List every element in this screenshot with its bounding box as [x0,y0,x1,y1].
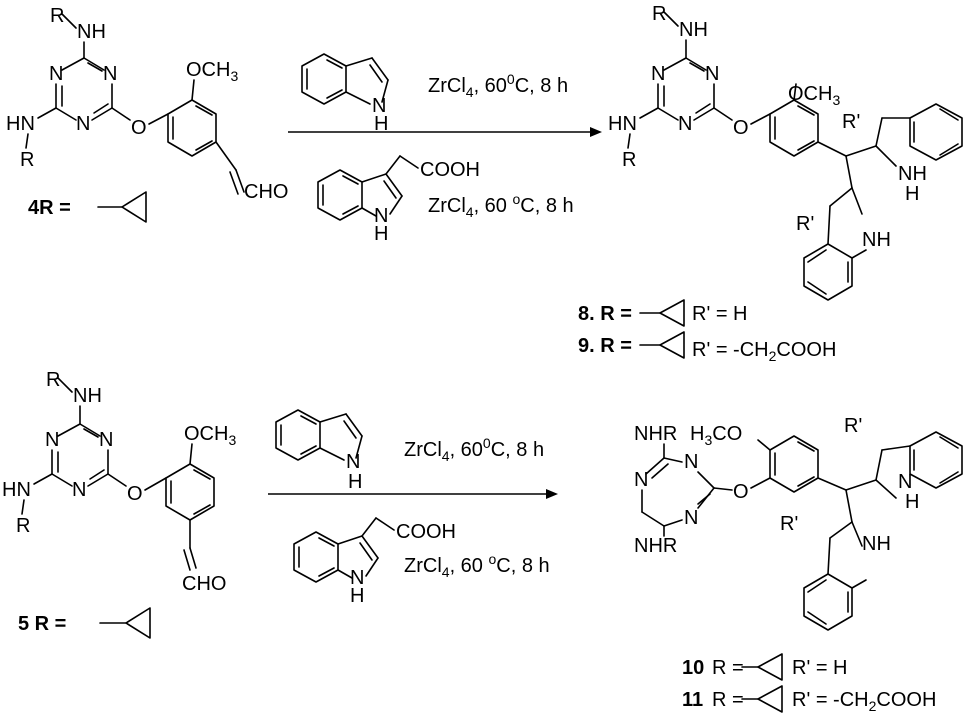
atom-cho: CHO [244,181,288,203]
atom-rprime: R' [842,111,860,133]
atom-n: N [72,479,86,501]
atom-n: N [372,95,386,117]
atom-o: O [733,481,749,503]
atom-nh: NH [862,229,891,251]
atom-h3co: H3CO [690,423,742,448]
compound-10-r: R = [712,657,744,679]
compound-8-label: 8. R = [578,303,632,325]
atom-och3: OCH3 [184,423,236,448]
atom-nh: NH [77,21,106,43]
atom-n: N [651,63,665,85]
atom-r: R [50,5,64,27]
compound-8-rprime: R' = H [692,303,748,325]
atom-r: R [652,3,666,25]
atom-o: O [733,117,749,139]
atom-rprime: R' [796,213,814,235]
atom-h: H [905,183,919,205]
atom-n: N [346,451,360,473]
atom-h: H [348,471,362,493]
atom-och3: OCH3 [788,83,840,108]
atom-n: N [634,469,648,491]
reagent-indole-acetic-acid: N H COOH [317,155,480,245]
atom-n: N [684,507,698,529]
atom-n: N [49,63,63,85]
atom-r: R [20,149,34,171]
atom-o: O [131,117,147,139]
compound-11-rprime: R' = -CH2COOH [792,689,936,713]
product-8-9: R NH N N N HN R O OCH3 R [578,3,963,364]
atom-n: N [898,471,912,493]
atom-och3: OCH3 [186,59,238,84]
atom-r: R [622,149,636,171]
atom-n: N [705,63,719,85]
atom-h: H [350,585,364,607]
atom-h: H [374,113,388,135]
atom-n: N [45,429,59,451]
atom-h: H [374,223,388,245]
compound-5: R NH N N N HN R O OCH3 CHO 5 R = [2,369,236,639]
compound-10-number: 10 [682,657,704,679]
atom-rprime: R' [844,415,862,437]
compound-11-r: R = [712,689,744,711]
compound-9-rprime: R' = -CH2COOH [692,339,836,364]
atom-n: N [103,63,117,85]
atom-r: R [46,369,60,391]
atom-rprime: R' [780,513,798,535]
atom-nh: NH [679,19,708,41]
compound-5-label: 5 R = [18,613,66,635]
condition-1b: ZrCl4, 60 oC, 8 h [428,191,574,220]
condition-2a: ZrCl4, 600C, 8 h [404,435,544,464]
atom-o: O [127,483,143,505]
reagent-indole: N H [275,409,363,493]
atom-r: R [16,515,30,537]
compound-9-label: 9. R = [578,335,632,357]
atom-cooh: COOH [420,159,480,181]
compound-10-rprime: R' = H [792,657,848,679]
atom-nhr: NHR [634,535,677,557]
compound-4-label: 4R = [28,197,71,219]
condition-2b: ZrCl4, 60 oC, 8 h [404,551,550,580]
atom-cho: CHO [182,573,226,595]
atom-hn: HN [6,113,35,135]
atom-h: H [905,491,919,513]
atom-nhr: NHR [634,423,677,445]
atom-nh: NH [898,163,927,185]
atom-cooh: COOH [396,521,456,543]
atom-n: N [684,451,698,473]
atom-hn: HN [2,479,31,501]
condition-1a: ZrCl4, 600C, 8 h [428,71,568,100]
atom-n: N [678,113,692,135]
atom-n: N [76,113,90,135]
reagent-indole-acetic-acid: N H COOH [293,517,456,607]
atom-n: N [99,429,113,451]
reagent-indole: N H [301,53,389,135]
atom-n: N [350,567,364,589]
atom-n: N [374,205,388,227]
product-10-11: NHR N N N NHR O H3CO R' N H [634,415,963,713]
compound-11-number: 11 [682,689,703,711]
atom-nh: NH [73,385,102,407]
compound-4: R NH N N N HN R O OCH3 [6,5,288,223]
atom-hn: HN [608,113,637,135]
atom-nh: NH [862,533,891,555]
